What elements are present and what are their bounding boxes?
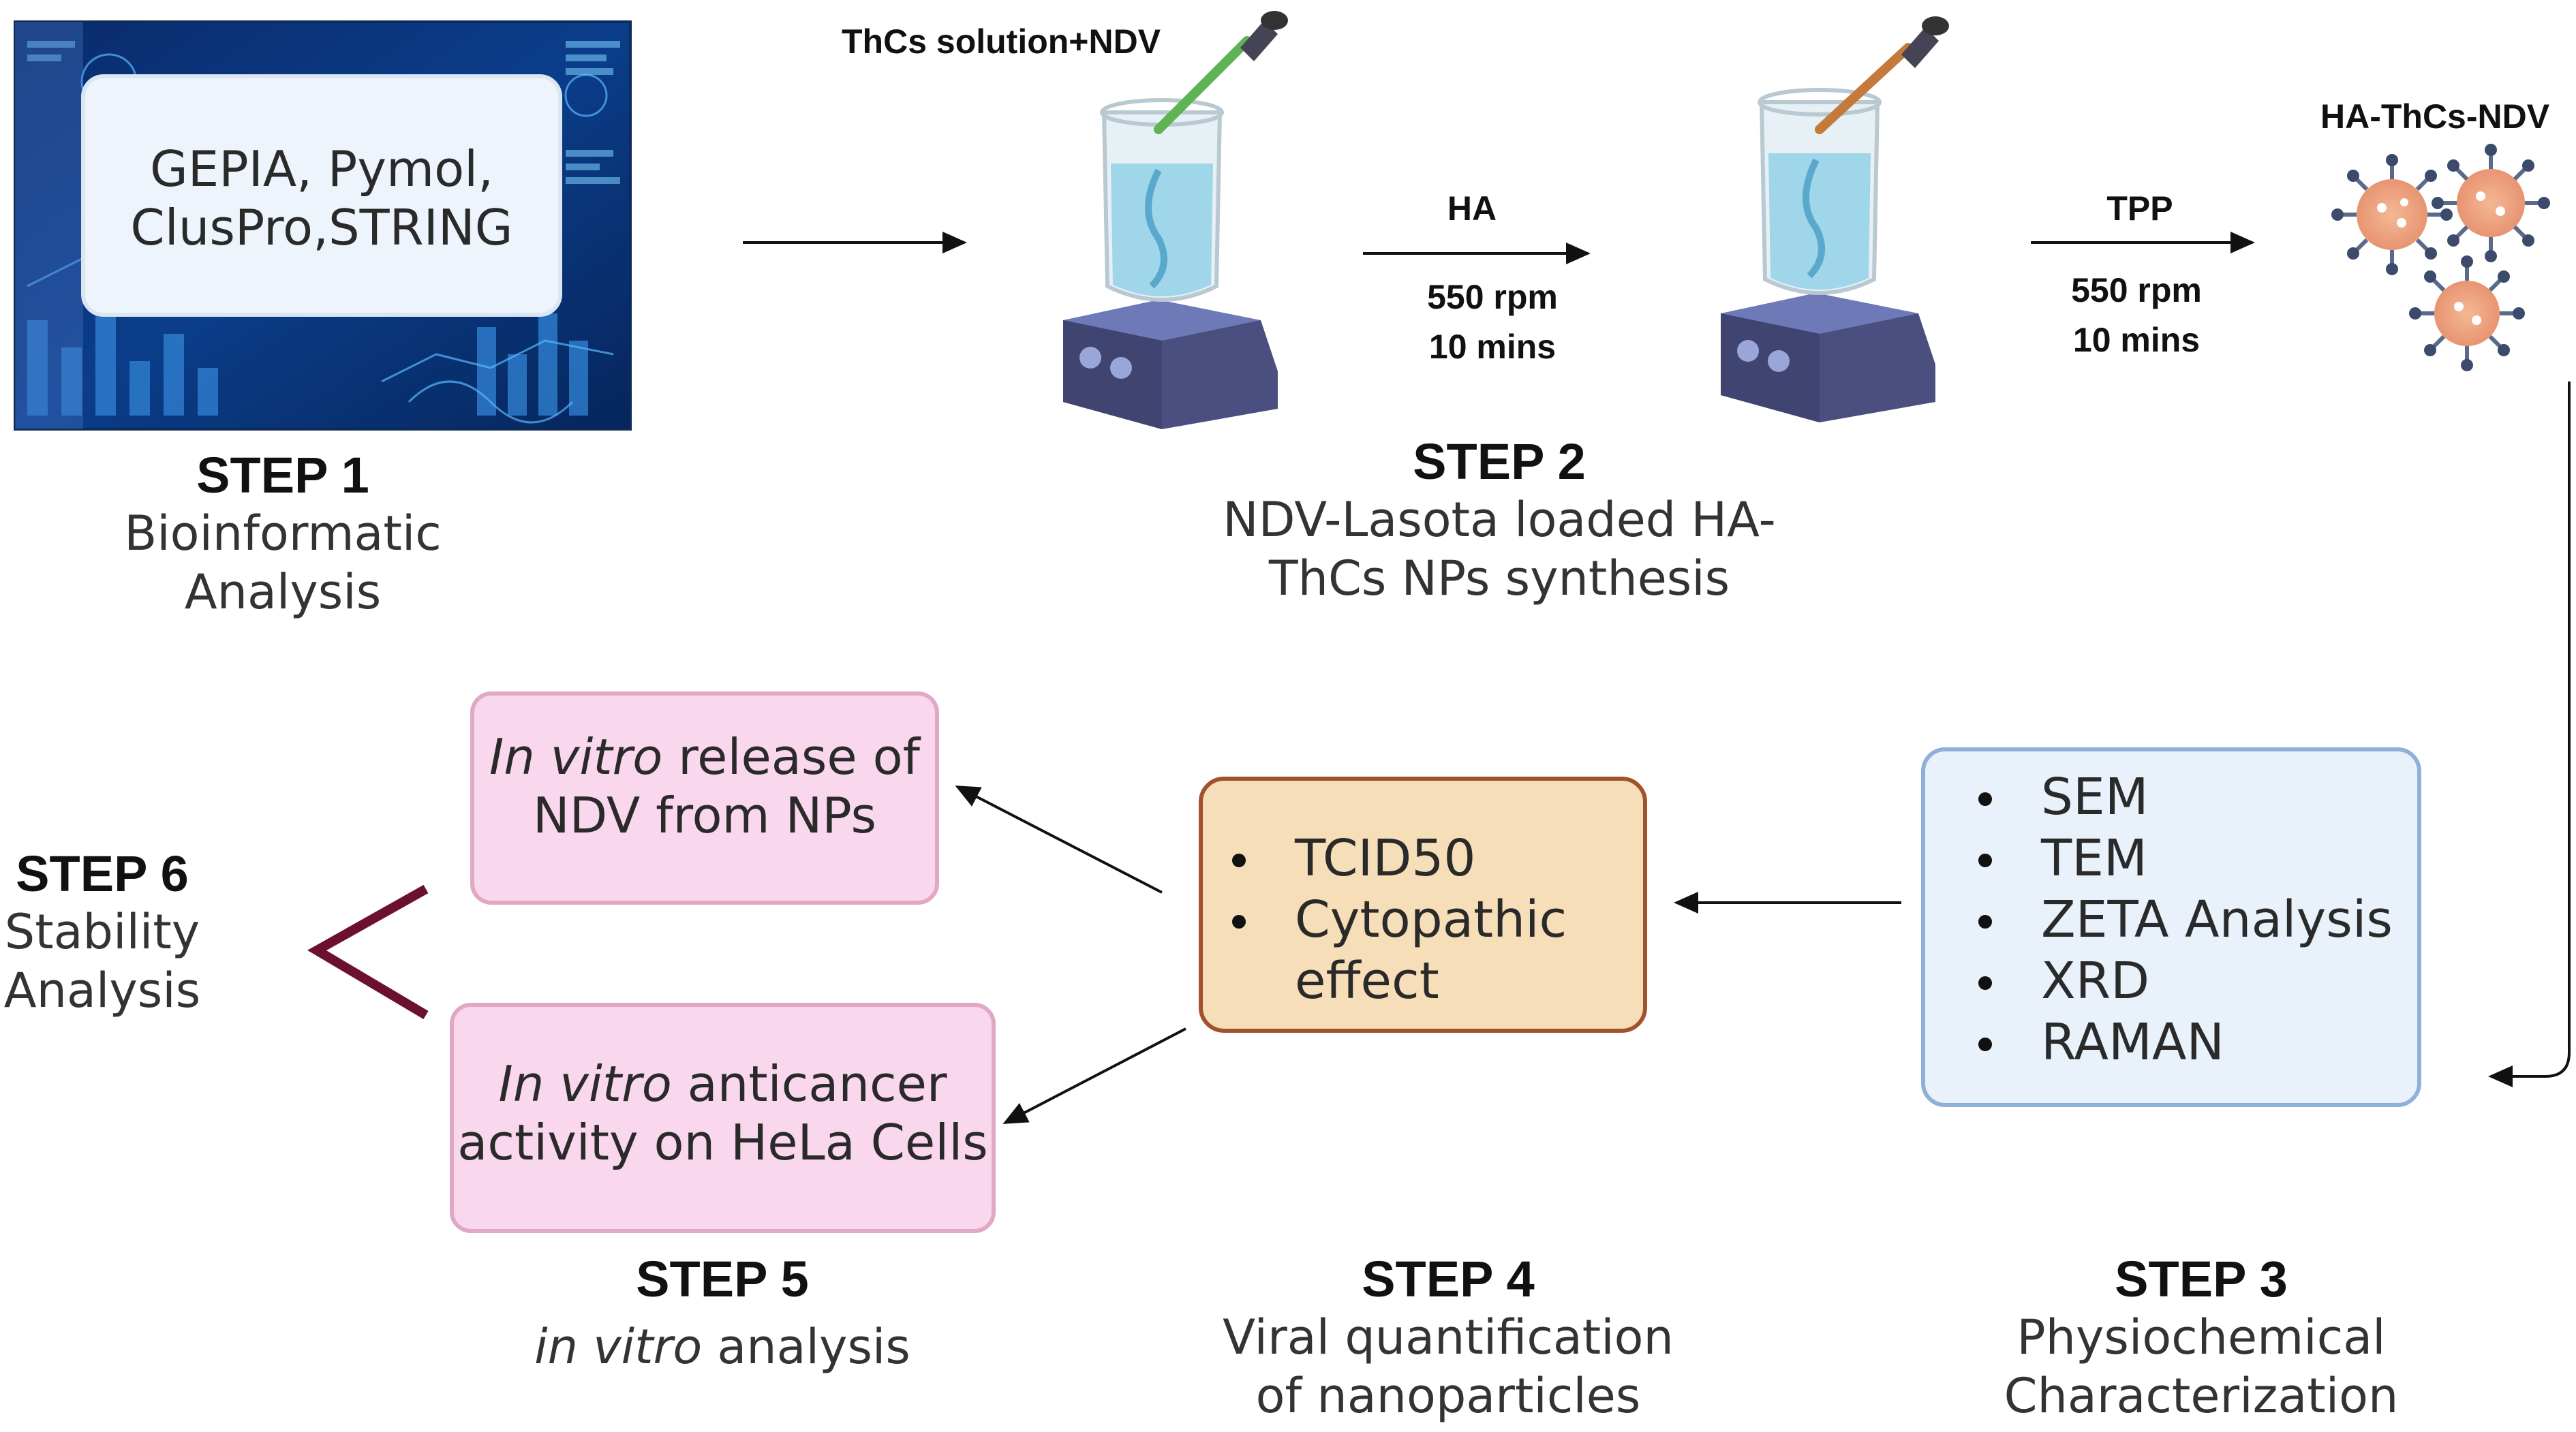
- step1-title: STEP 1: [196, 447, 369, 503]
- arrow-tpp-label: TPP: [2106, 189, 2173, 228]
- stirrer-beaker-1: [1063, 11, 1288, 429]
- step6-bracket: [307, 884, 429, 1020]
- arrow-step2-to-step3: [2488, 382, 2571, 1087]
- anticancer-rest: anticancer: [671, 1055, 947, 1112]
- step1-subtitle-1: Bioinformatic: [124, 505, 442, 561]
- step1-subtitle-2: Analysis: [184, 564, 382, 621]
- tools-box: [81, 74, 562, 317]
- arrow-tpp-rpm: 550 rpm: [2071, 271, 2202, 309]
- arrow-ha-label: HA: [1447, 189, 1497, 228]
- nanoparticles-icon: [2331, 144, 2550, 371]
- stirrer-beaker-2: [1721, 16, 1949, 422]
- step5-subtitle-rest: analysis: [702, 1319, 910, 1375]
- tools-list: GEPIA, Pymol, ClusPro,STRING: [83, 140, 560, 258]
- step3-item: XRD: [1946, 950, 2409, 1012]
- step6-caption: STEP 6 Stability Analysis: [0, 845, 204, 1020]
- release-rest: release of: [662, 728, 920, 785]
- step3-subtitle-1: Physiochemical: [2017, 1309, 2386, 1365]
- step3-caption: STEP 3 Physiochemical Characterization: [1963, 1250, 2440, 1425]
- step3-item: RAMAN: [1946, 1012, 2409, 1073]
- step4-subtitle-1: Viral quantification: [1223, 1309, 1674, 1365]
- arrow-tpp-time: 10 mins: [2072, 320, 2201, 359]
- step2-title: STEP 2: [1413, 433, 1586, 490]
- anticancer-line-2: activity on HeLa Cells: [457, 1114, 988, 1172]
- step3-item: TEM: [1946, 828, 2409, 889]
- step6-subtitle-1: Stability: [4, 904, 200, 960]
- step3-title: STEP 3: [2115, 1251, 2288, 1307]
- anticancer-box: [450, 1003, 996, 1233]
- step4-box: [1199, 777, 1647, 1033]
- step4-caption: STEP 4 Viral quantification of nanoparti…: [1182, 1250, 1714, 1425]
- step3-item: ZETA Analysis: [1946, 889, 2409, 950]
- step1-caption: STEP 1 Bioinformatic Analysis: [89, 446, 477, 621]
- arrow-tpp-conditions: 550 rpm 10 mins: [2034, 266, 2239, 364]
- release-line-1: In vitro release of: [477, 728, 932, 786]
- step4-item: TCID50: [1199, 828, 1622, 889]
- release-italic: In vitro: [489, 728, 663, 785]
- step3-subtitle-2: Characterization: [2004, 1368, 2399, 1425]
- step2-subtitle-1: NDV-Lasota loaded HA-: [1223, 492, 1776, 548]
- arrow-ha-conditions: 550 rpm 10 mins: [1390, 273, 1595, 371]
- step5-subtitle-italic: in vitro: [534, 1319, 703, 1375]
- step4-subtitle-2: of nanoparticles: [1255, 1368, 1641, 1425]
- step3-box: [1921, 747, 2421, 1107]
- arrow-ha-rpm: 550 rpm: [1427, 278, 1558, 316]
- step6-title: STEP 6: [16, 845, 189, 902]
- step3-item: SEM: [1946, 766, 2409, 828]
- anticancer-text: In vitro anticancer activity on HeLa Cel…: [455, 1055, 990, 1172]
- release-text: In vitro release of NDV from NPs: [477, 728, 932, 845]
- step2-subtitle-2: ThCs NPs synthesis: [1268, 550, 1730, 607]
- product-label: HA-ThCs-NDV: [2320, 97, 2550, 136]
- step2-caption: STEP 2 NDV-Lasota loaded HA- ThCs NPs sy…: [1159, 433, 1840, 608]
- arrow-step4-to-anticancer: [1002, 1027, 1186, 1124]
- arrow-step4-to-release: [955, 785, 1163, 894]
- step3-list: SEM TEM ZETA Analysis XRD RAMAN: [1946, 766, 2409, 1073]
- step5-title: STEP 5: [636, 1251, 809, 1307]
- step4-title: STEP 4: [1362, 1251, 1535, 1307]
- step5-caption: STEP 5 in vitro analysis: [497, 1250, 947, 1376]
- reagent-label: ThCs solution+NDV: [842, 22, 1161, 61]
- tools-line-1: GEPIA, Pymol,: [149, 140, 494, 198]
- anticancer-line-1: In vitro anticancer: [455, 1055, 990, 1113]
- step4-list: TCID50 Cytopathic effect: [1199, 828, 1622, 1012]
- step6-subtitle-2: Analysis: [3, 963, 201, 1019]
- tools-line-2: ClusPro,STRING: [130, 199, 513, 257]
- release-line-2: NDV from NPs: [532, 787, 877, 845]
- arrow-ha-time: 10 mins: [1428, 327, 1557, 366]
- anticancer-italic: In vitro: [498, 1055, 672, 1112]
- release-box: [470, 691, 939, 905]
- step4-item: Cytopathic effect: [1199, 889, 1567, 1012]
- step5-subtitle: in vitro analysis: [497, 1318, 947, 1376]
